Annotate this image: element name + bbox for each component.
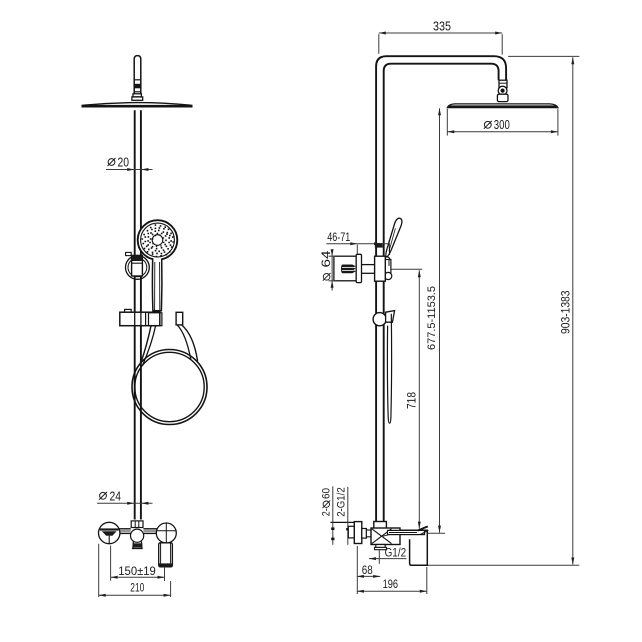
svg-text:335: 335 bbox=[433, 20, 451, 34]
svg-text:2-G1/2: 2-G1/2 bbox=[336, 487, 348, 517]
svg-text:150±19: 150±19 bbox=[118, 564, 156, 578]
svg-text:718: 718 bbox=[406, 392, 418, 409]
svg-text:G1/2: G1/2 bbox=[385, 547, 407, 559]
svg-text:46-71: 46-71 bbox=[327, 232, 350, 244]
svg-text:2-: 2- bbox=[321, 508, 333, 516]
svg-text:24: 24 bbox=[110, 489, 122, 503]
svg-text:903-1383: 903-1383 bbox=[561, 291, 573, 335]
svg-text:196: 196 bbox=[383, 577, 399, 591]
svg-text:20: 20 bbox=[118, 156, 130, 170]
svg-text:64: 64 bbox=[321, 250, 333, 268]
svg-text:300: 300 bbox=[494, 118, 510, 132]
svg-text:68: 68 bbox=[362, 563, 373, 577]
svg-text:60: 60 bbox=[321, 488, 333, 499]
svg-text:210: 210 bbox=[130, 580, 144, 594]
svg-text:677.5-1153.5: 677.5-1153.5 bbox=[426, 286, 438, 350]
